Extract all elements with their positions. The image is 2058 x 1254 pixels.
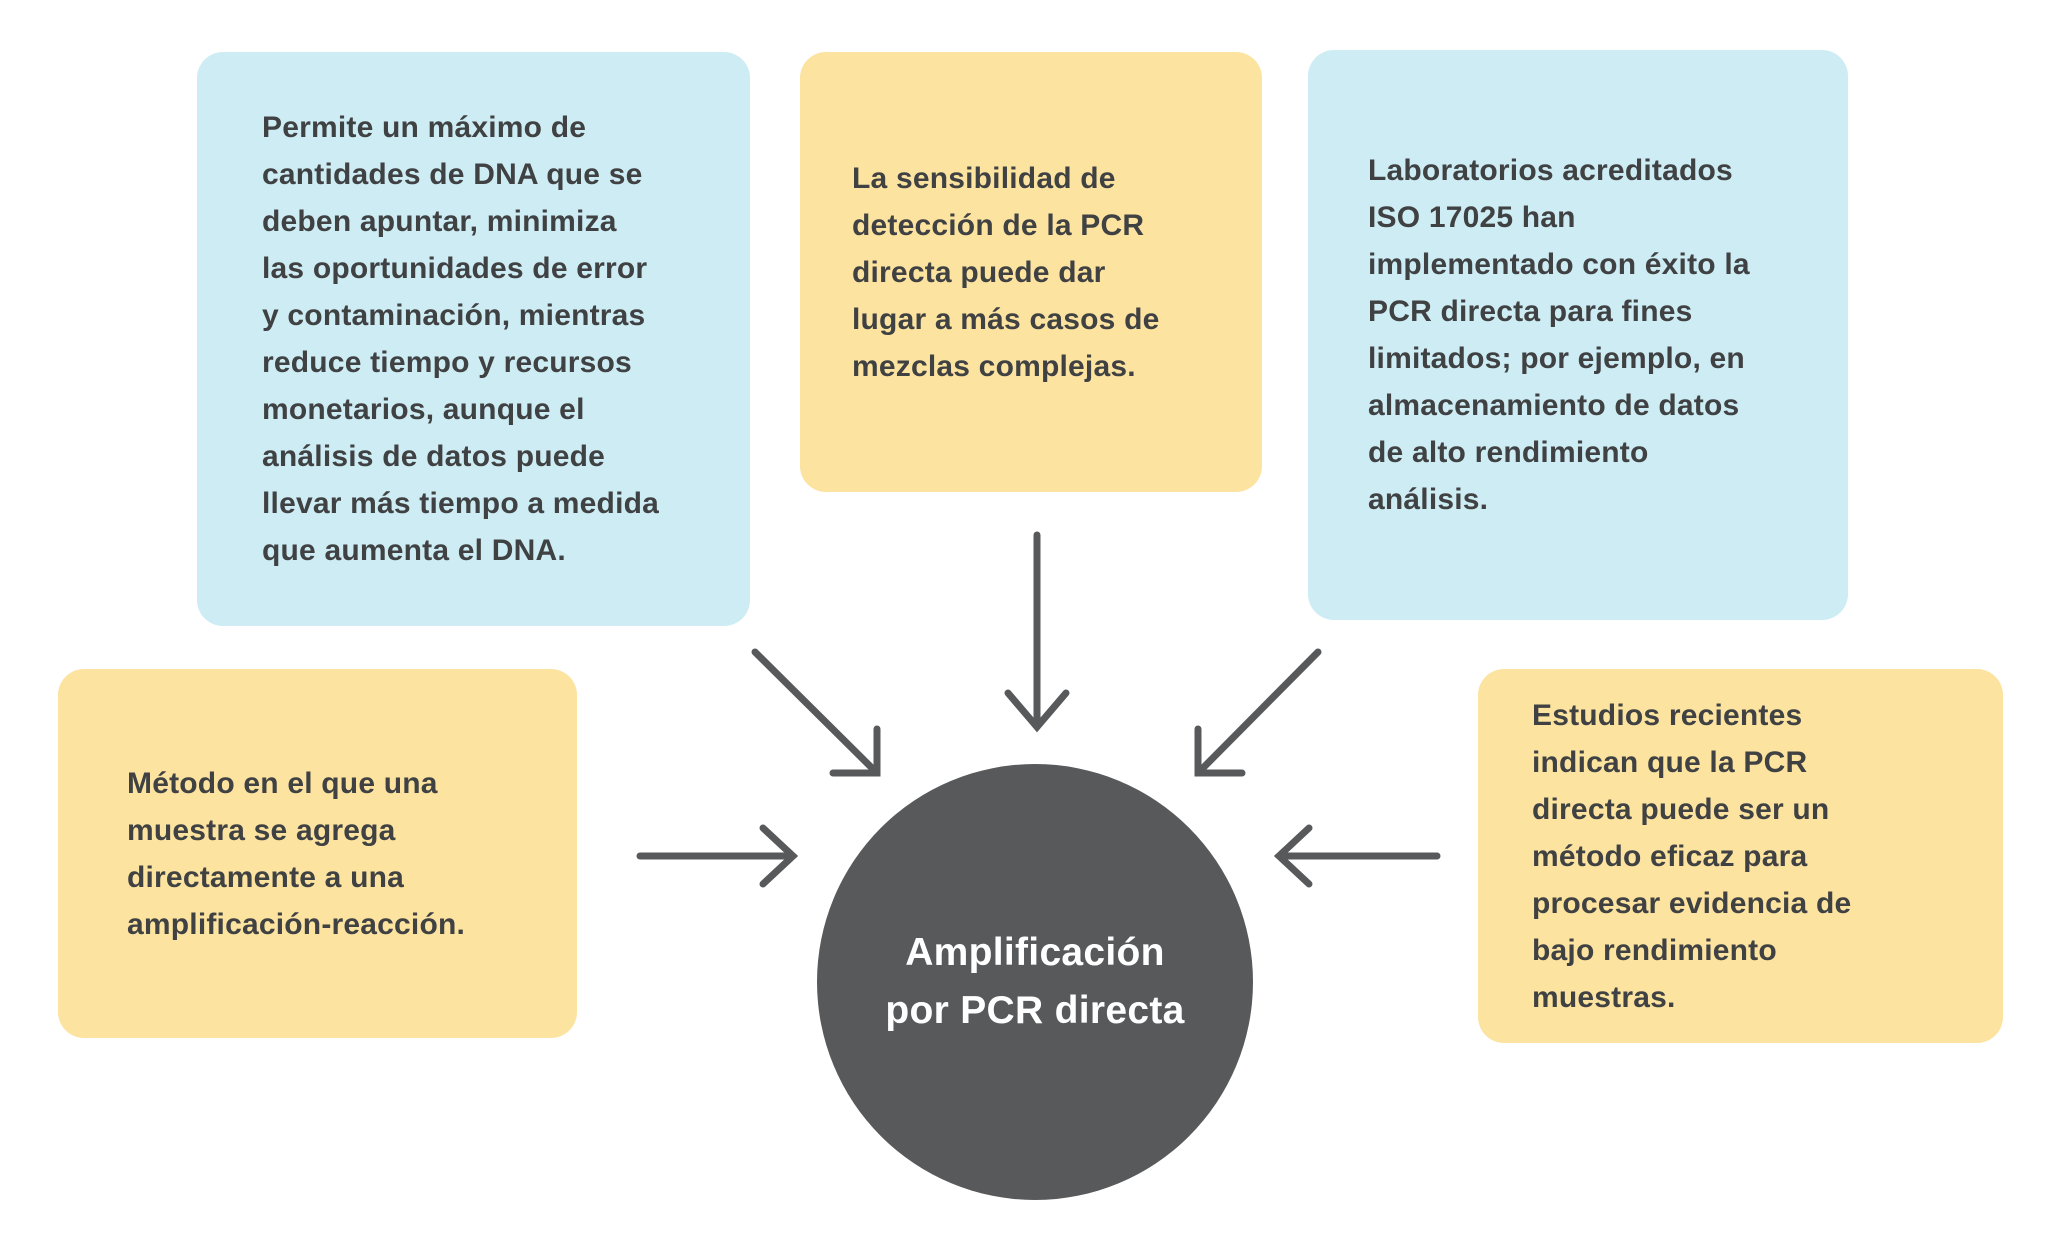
central-topic-title-line1: Amplificación bbox=[905, 931, 1165, 974]
arrow-top-center-to-circle bbox=[1004, 531, 1070, 733]
note-text-right: Estudios recientes indican que la PCR di… bbox=[1532, 698, 1852, 1014]
note-box-top-center: La sensibilidad de detección de la PCR d… bbox=[800, 52, 1262, 492]
note-text-top-right: Laboratorios acreditados ISO 17025 han i… bbox=[1368, 154, 1750, 516]
note-box-top-right: Laboratorios acreditados ISO 17025 han i… bbox=[1308, 50, 1848, 620]
arrow-top-left-to-circle bbox=[751, 648, 881, 777]
note-box-left: Método en el que una muestra se agrega d… bbox=[58, 669, 577, 1038]
note-text-top-left: Permite un máximo de cantidades de DNA q… bbox=[262, 111, 660, 567]
note-box-right: Estudios recientes indican que la PCR di… bbox=[1478, 669, 2003, 1043]
note-box-top-left: Permite un máximo de cantidades de DNA q… bbox=[197, 52, 750, 626]
note-text-top-center: La sensibilidad de detección de la PCR d… bbox=[852, 161, 1160, 383]
note-text-left: Método en el que una muestra se agrega d… bbox=[127, 766, 466, 941]
arrow-left-to-circle bbox=[636, 824, 799, 888]
central-topic-title-line2: por PCR directa bbox=[885, 989, 1185, 1032]
arrow-top-right-to-circle bbox=[1194, 648, 1322, 777]
arrow-right-to-circle bbox=[1273, 824, 1441, 888]
central-topic-circle: Amplificación por PCR directa bbox=[817, 764, 1253, 1200]
